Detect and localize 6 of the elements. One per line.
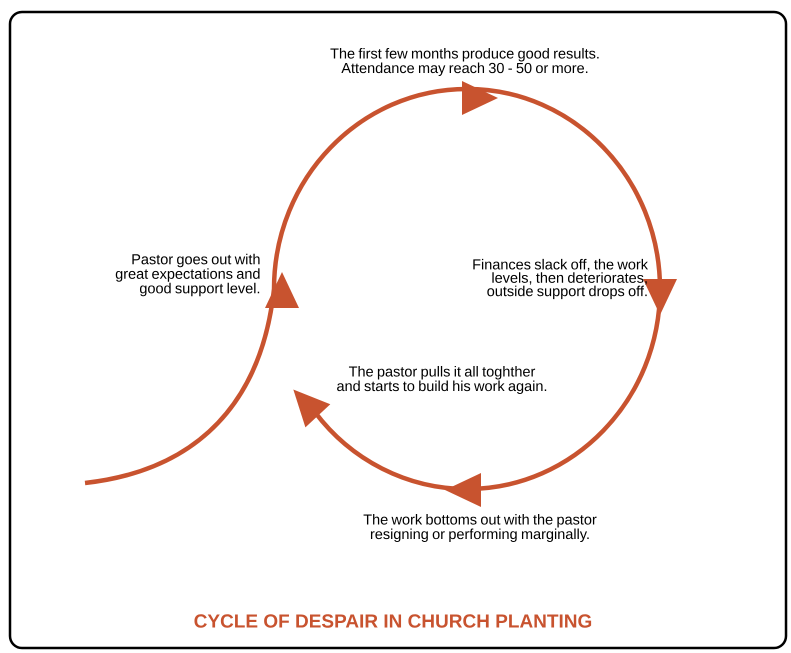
- note-text: The pastor pulls it all toghther and starts to build his work again.: [337, 366, 546, 394]
- title: CYCLE OF DESPAIR IN CHURCH PLANTING: [194, 614, 592, 628]
- note-text: The first few months produce good results. Attendance may reach 30 - 50 or more.: [330, 48, 599, 76]
- note-text: Finances slack off, the work levels, then deteriorates, outside support drops off.: [473, 258, 648, 300]
- note-text: Pastor goes out with great expectations and good support level.: [116, 254, 260, 296]
- note-text: The work bottoms out with the pastor resigning or performing marginally.: [364, 514, 597, 542]
